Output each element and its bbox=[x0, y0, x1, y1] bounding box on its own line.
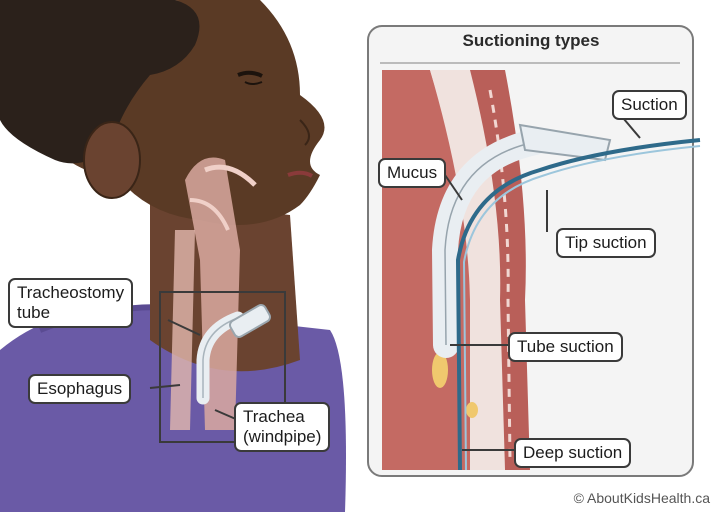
mucus-blob bbox=[466, 402, 478, 418]
label-deep-suction: Deep suction bbox=[514, 438, 632, 468]
neck-highlight-box bbox=[159, 291, 286, 443]
label-tracheostomy-tube: Tracheostomy tube bbox=[8, 278, 134, 328]
label-tube-suction: Tube suction bbox=[508, 332, 623, 362]
suction-catheter bbox=[455, 138, 701, 471]
child-hair bbox=[0, 0, 200, 164]
label-trachea: Trachea (windpipe) bbox=[234, 402, 331, 452]
tracheostomy-tube-flange bbox=[229, 304, 271, 338]
mucus-blob bbox=[432, 352, 448, 388]
panel-divider bbox=[380, 62, 680, 64]
airway-esophagus bbox=[170, 230, 195, 430]
airway-inner-wall bbox=[470, 70, 530, 470]
label-suction: Suction bbox=[612, 90, 687, 120]
suctioning-panel bbox=[367, 25, 701, 477]
panel-title: Suctioning types bbox=[462, 31, 600, 50]
child-ear bbox=[83, 121, 141, 199]
label-esophagus: Esophagus bbox=[28, 374, 132, 404]
label-mucus: Mucus bbox=[378, 158, 447, 188]
child-figure bbox=[0, 0, 346, 512]
label-tip-suction: Tip suction bbox=[556, 228, 656, 258]
copyright-notice: © AboutKidsHealth.ca bbox=[573, 490, 710, 506]
